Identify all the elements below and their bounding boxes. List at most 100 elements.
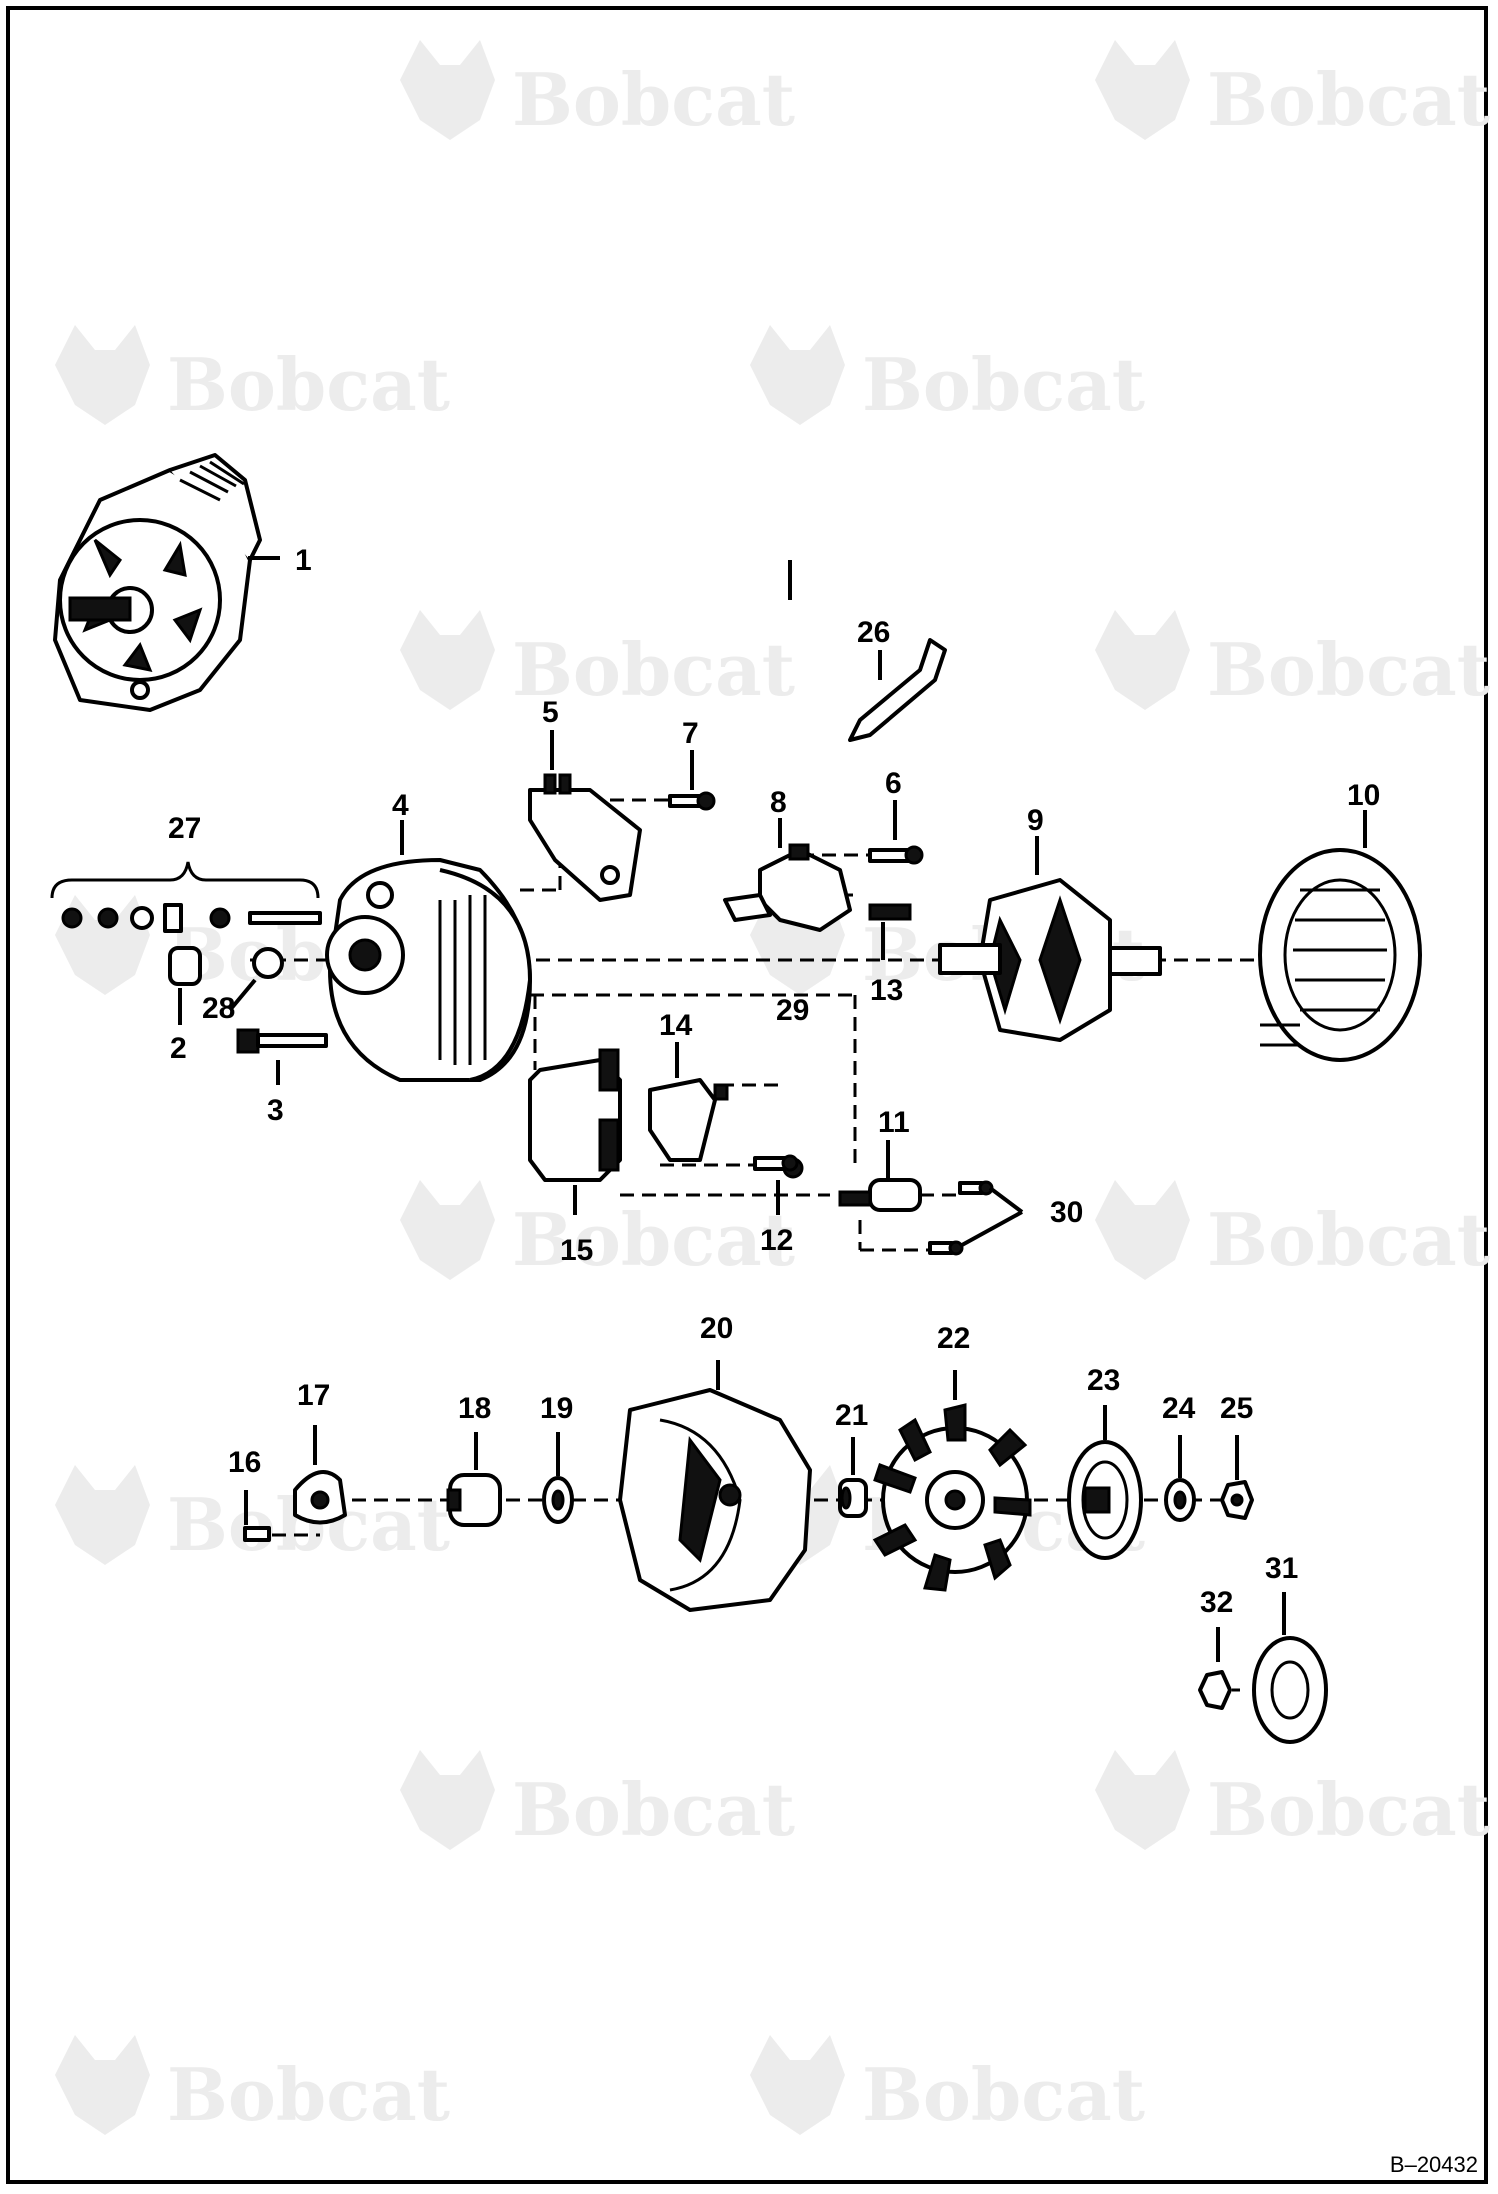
fan [872,1403,1032,1592]
callout-29: 29 [776,994,809,1027]
callout-24: 24 [1162,1392,1196,1425]
washer [252,947,284,979]
callout-16: 16 [228,1446,261,1479]
pulley [1067,1440,1143,1560]
callout-21: 21 [835,1399,868,1432]
bushing [168,946,202,986]
bearing [446,1473,502,1527]
nut [1220,1480,1254,1520]
watermark: Bobcat [400,40,795,142]
callout-18: 18 [458,1392,491,1425]
watermark: Bobcat [1095,40,1490,142]
watermark: Bobcat [750,2035,1145,2137]
screw [928,1240,964,1256]
kit-brace [50,861,320,899]
capacitor [838,1178,922,1212]
watermark-text: Bobcat [1207,1197,1490,1282]
through-bolt [236,1028,328,1054]
bobcat-logo-icon [55,325,150,425]
callout-7: 7 [682,717,699,750]
callout-10: 10 [1347,779,1380,812]
watermark: Bobcat [400,1180,795,1282]
callout-28: 28 [202,992,235,1025]
screw [868,903,912,921]
bobcat-logo-icon [400,1750,495,1850]
watermark: Bobcat [400,610,795,712]
callout-3: 3 [267,1094,284,1127]
figure-code: B–20432 [1389,2152,1478,2177]
watermark-text: Bobcat [512,57,795,142]
callout-23: 23 [1087,1364,1120,1397]
callout-31: 31 [1265,1552,1298,1585]
watermark: Bobcat [750,325,1145,427]
retainer-plate [293,1470,347,1525]
alternator-assembly [53,453,262,712]
figure-frame [6,6,1488,2184]
callout-2: 2 [170,1032,187,1065]
screw [958,1180,994,1196]
screw [668,791,716,811]
callout-20: 20 [700,1312,733,1345]
callout-30: 30 [1050,1196,1083,1229]
callout-27: 27 [168,812,201,845]
bobcat-logo-icon [400,1180,495,1280]
slip-ring-end-frame [325,858,532,1082]
hardware-kit [61,903,322,933]
bobcat-logo-icon [55,2035,150,2135]
callout-8: 8 [770,786,787,819]
stator [1258,848,1422,1062]
regulator-bracket [528,773,642,902]
spacer [838,1478,868,1518]
rectifier-bridge [528,1048,622,1182]
bobcat-logo-icon [1095,610,1190,710]
callout-11: 11 [878,1106,910,1139]
bobcat-logo-icon [400,610,495,710]
bobcat-logo-icon [750,2035,845,2135]
brush-holder [723,843,852,932]
collar [542,1476,574,1524]
watermark: Bobcat [1095,1180,1490,1282]
leader-lines [178,556,1367,1662]
bobcat-logo-icon [400,40,495,140]
bobcat-logo-icon [750,325,845,425]
nut-alt [1198,1670,1232,1710]
watermark: Bobcat [1095,610,1490,712]
watermark-text: Bobcat [512,1767,795,1852]
diode-trio [648,1078,729,1162]
bobcat-logo-icon [1095,40,1190,140]
watermark: Bobcat [55,325,450,427]
watermark-text: Bobcat [167,342,450,427]
callout-9: 9 [1027,804,1044,837]
callout-25: 25 [1220,1392,1253,1425]
callout-labels: 1 2 3 4 5 6 7 8 9 10 11 12 13 14 15 16 1… [168,544,1380,1619]
bobcat-logo-icon [1095,1180,1190,1280]
callout-19: 19 [540,1392,573,1425]
callout-14: 14 [659,1009,693,1042]
screw [753,1154,799,1172]
screw [243,1526,271,1542]
watermark-text: Bobcat [167,2052,450,2137]
drive-end-frame [618,1388,812,1612]
callout-12: 12 [760,1224,793,1257]
callout-26: 26 [857,616,890,649]
callout-5: 5 [542,696,559,729]
callout-22: 22 [937,1322,970,1355]
callout-6: 6 [885,767,902,800]
callout-13: 13 [870,974,903,1007]
watermark-text: Bobcat [862,2052,1145,2137]
callout-4: 4 [392,789,409,822]
callout-15: 15 [560,1234,593,1267]
watermark: Bobcat [400,1750,795,1852]
lock-washer [1164,1478,1196,1522]
watermark-text: Bobcat [1207,1767,1490,1852]
callout-17: 17 [297,1379,330,1412]
pulley-alt [1252,1636,1328,1744]
rotor [938,878,1162,1042]
callout-32: 32 [1200,1586,1233,1619]
callout-1: 1 [295,544,312,577]
watermark: Bobcat [1095,1750,1490,1852]
watermark: Bobcat [55,1465,450,1567]
watermark-text: Bobcat [862,342,1145,427]
